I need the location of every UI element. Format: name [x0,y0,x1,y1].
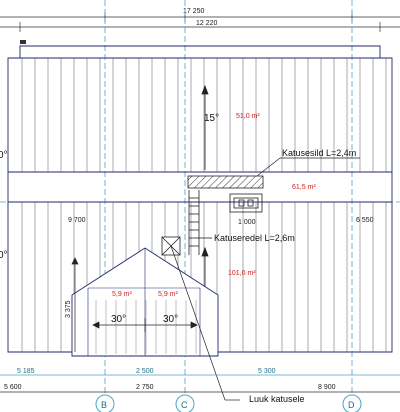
axis-bubble-d: D [342,394,362,412]
left-edge-markers [20,40,26,44]
axis-bubble-c: C [175,394,195,412]
axis-label-b: B [101,400,107,410]
axis-bubble-b: B [95,394,115,412]
area-right: 61,5 m² [292,184,316,191]
dim-left-span: 9 700 [68,217,86,224]
dormer-angle-right: 30° [163,314,178,325]
dim-bottom-right: 5 300 [258,368,276,375]
dormer-angle-dim [92,318,198,332]
dim-base-mid: 2 750 [136,384,154,391]
roof-pitch-label: 15° [204,113,219,124]
dim-base-left: 5 600 [4,384,22,391]
roof-ladder [188,190,212,255]
roof-hatch-label: Luuk katusele [249,394,305,404]
dormer-rafter-lines [95,300,197,354]
dormer-inner [87,248,201,356]
area-main: 51,0 m² [236,113,260,120]
pitch-arrow-lower [201,246,209,290]
left-edge-angle-lower: 0° [0,250,8,261]
area-lower: 101,0 m² [228,270,256,277]
chimney [229,193,263,213]
dim-bottom-mid: 2 500 [136,368,154,375]
roof-bridge-leader [256,157,360,177]
dormer-area-left: 5,9 m² [112,291,133,298]
roof-outline [7,45,393,353]
dormer-area-right: 5,9 m² [158,291,179,298]
dim-base-right: 8 900 [318,384,336,391]
dim-chimney: 1 000 [238,219,256,226]
roof-ladder-label: Katuseredel L=2,6m [214,233,295,243]
roof-hatch-leader [170,245,240,401]
pitch-arrow-upper [201,84,209,170]
dim-bottom-left: 5 185 [17,368,35,375]
roof-bridge-label: Katusesild L=2,4m [282,148,356,158]
dim-dormer-height: 3 375 [65,300,72,318]
dormer-height-dim [71,257,79,352]
dim-roof-width: 12 220 [196,20,218,27]
axis-label-d: D [348,400,355,410]
left-edge-angle-upper: 0° [0,150,8,161]
dormer-angle-left: 30° [111,314,126,325]
dim-overall-width: 17 250 [183,8,205,15]
roof-bridge [187,175,264,189]
axis-label-c: C [181,400,188,410]
dim-right-span: 6 550 [356,217,374,224]
